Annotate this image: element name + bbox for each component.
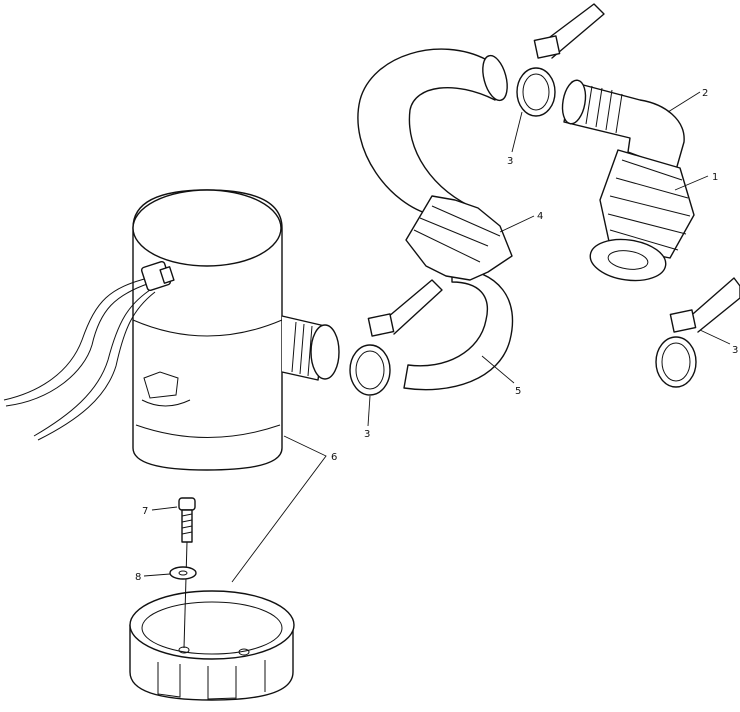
pump-body — [132, 189, 283, 471]
leader-lines — [143, 91, 731, 583]
hose-clamp-middle — [349, 279, 443, 396]
hose-sleeve — [405, 195, 513, 281]
hose-clamp-right — [655, 277, 740, 388]
callout-1: 1 — [712, 172, 718, 183]
hose-clamp-top — [516, 3, 605, 117]
callout-8: 8 — [135, 572, 141, 583]
callout-3-middle: 3 — [364, 429, 370, 440]
callout-3-right: 3 — [732, 345, 738, 356]
washer — [169, 566, 197, 580]
pump-wires — [3, 260, 175, 441]
pump-outlet-tube — [281, 315, 340, 381]
screw — [178, 497, 196, 649]
elbow-fitting — [561, 79, 685, 171]
callout-5: 5 — [515, 386, 521, 397]
callout-7: 7 — [142, 506, 148, 517]
thru-hull-fitting — [589, 149, 695, 282]
callout-3-top: 3 — [507, 156, 513, 167]
callout-2: 2 — [702, 88, 708, 99]
callout-4: 4 — [537, 211, 543, 222]
callout-labels: 1 2 3 3 3 4 5 6 7 8 — [135, 88, 738, 583]
callout-6: 6 — [331, 452, 337, 463]
pump-base-strainer — [129, 590, 295, 701]
